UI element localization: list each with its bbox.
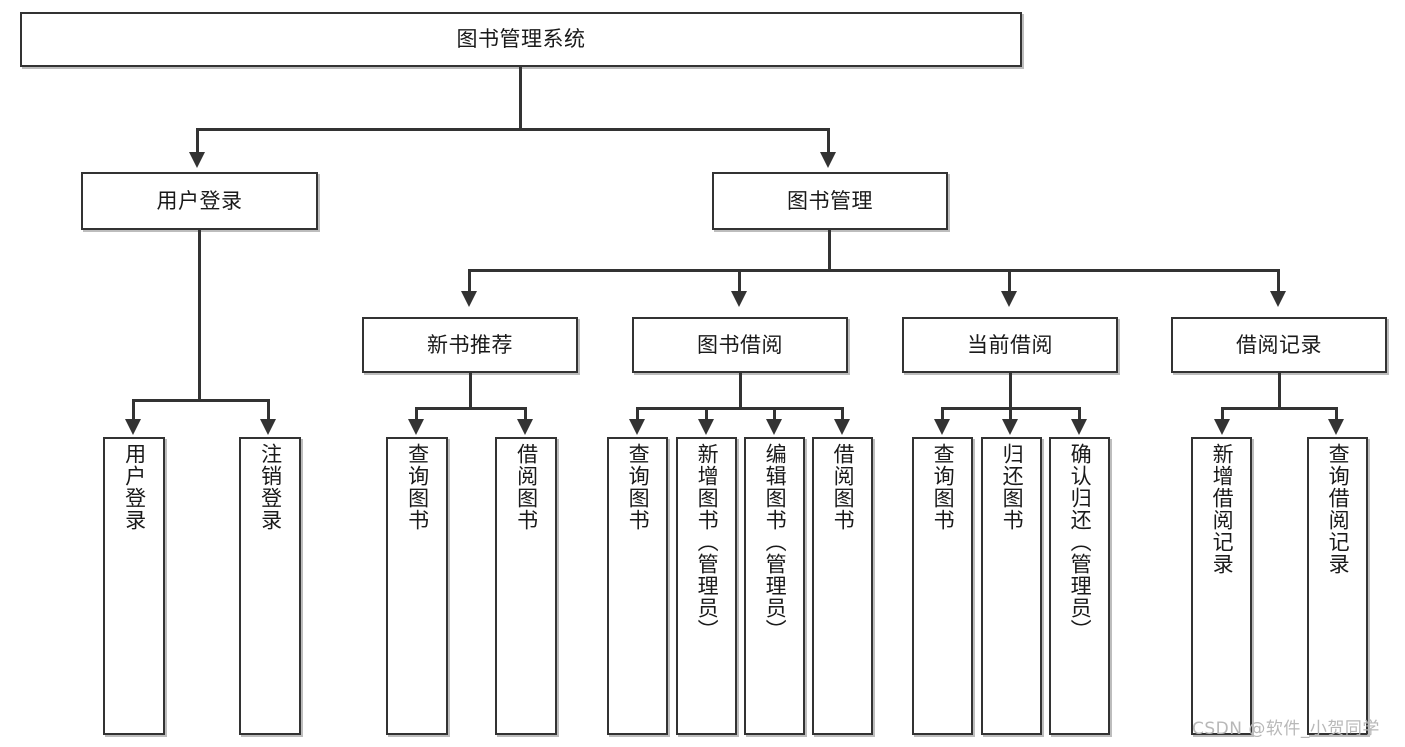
arrow-new-book-to-leaf-1 bbox=[408, 419, 424, 435]
node-user-login[interactable]: 用户登录 bbox=[81, 172, 318, 230]
edge-new-book-stem bbox=[469, 373, 472, 409]
arrow-book-mgmt-to-borrow-record bbox=[1270, 291, 1286, 307]
edge-root-stem bbox=[519, 67, 522, 129]
node-label: 确认归还（管理员） bbox=[1068, 443, 1093, 641]
edge-book-borrow-to-leaf-3 bbox=[773, 407, 776, 423]
edge-current-borrow-stem bbox=[1009, 373, 1012, 409]
leaf-user-login-login[interactable]: 用户登录 bbox=[103, 437, 165, 735]
edge-user-login-stem bbox=[198, 230, 201, 402]
arrow-book-borrow-to-leaf-1 bbox=[629, 419, 645, 435]
node-book-borrow[interactable]: 图书借阅 bbox=[632, 317, 848, 373]
node-label: 查询图书 bbox=[405, 443, 430, 531]
node-new-book-recommend[interactable]: 新书推荐 bbox=[362, 317, 578, 373]
arrow-root-to-book-mgmt bbox=[820, 152, 836, 168]
arrow-root-to-user-login bbox=[189, 152, 205, 168]
node-label: 当前借阅 bbox=[967, 332, 1053, 357]
node-label: 用户登录 bbox=[156, 188, 243, 213]
edge-book-mgmt-to-current-borrow bbox=[1008, 269, 1011, 295]
node-label: 查询借阅记录 bbox=[1326, 443, 1351, 575]
edge-new-book-to-leaf-2 bbox=[524, 407, 527, 423]
edge-book-mgmt-to-borrow-record bbox=[1277, 269, 1280, 295]
node-label: 图书借阅 bbox=[697, 332, 783, 357]
arrow-book-borrow-to-leaf-3 bbox=[766, 419, 782, 435]
edge-new-book-to-leaf-1 bbox=[415, 407, 418, 423]
node-label: 新书推荐 bbox=[427, 332, 513, 357]
node-label: 图书管理系统 bbox=[456, 27, 586, 52]
edge-root-bar bbox=[196, 128, 830, 131]
edge-book-borrow-to-leaf-1 bbox=[636, 407, 639, 423]
node-label: 注销登录 bbox=[258, 443, 283, 531]
edge-book-borrow-to-leaf-2 bbox=[705, 407, 708, 423]
arrow-user-login-to-leaf-1 bbox=[125, 419, 141, 435]
arrow-current-borrow-to-leaf-1 bbox=[934, 419, 950, 435]
edge-book-mgmt-to-new-book bbox=[468, 269, 471, 295]
edge-borrow-record-bar bbox=[1221, 407, 1338, 410]
arrow-borrow-record-to-leaf-2 bbox=[1328, 419, 1344, 435]
edge-root-to-book-mgmt bbox=[827, 128, 830, 156]
leaf-current-borrow-query-book[interactable]: 查询图书 bbox=[912, 437, 973, 735]
edge-current-borrow-to-leaf-2 bbox=[1009, 407, 1012, 423]
edge-current-borrow-to-leaf-1 bbox=[941, 407, 944, 423]
node-label: 图书管理 bbox=[787, 188, 873, 213]
edge-book-mgmt-stem bbox=[828, 230, 831, 272]
edge-user-login-to-leaf-1 bbox=[132, 399, 135, 423]
leaf-user-login-logout[interactable]: 注销登录 bbox=[239, 437, 301, 735]
arrow-current-borrow-to-leaf-3 bbox=[1071, 419, 1087, 435]
node-current-borrow[interactable]: 当前借阅 bbox=[902, 317, 1118, 373]
arrow-book-mgmt-to-book-borrow bbox=[731, 291, 747, 307]
edge-root-to-user-login bbox=[196, 128, 199, 156]
node-label: 用户登录 bbox=[122, 443, 147, 531]
arrow-book-borrow-to-leaf-4 bbox=[834, 419, 850, 435]
leaf-book-borrow-query-book[interactable]: 查询图书 bbox=[607, 437, 668, 735]
csdn-watermark: CSDN @软件_小贺同学 bbox=[1192, 719, 1380, 739]
leaf-borrow-record-add-record[interactable]: 新增借阅记录 bbox=[1191, 437, 1252, 735]
leaf-current-borrow-return-book[interactable]: 归还图书 bbox=[981, 437, 1042, 735]
node-book-management[interactable]: 图书管理 bbox=[712, 172, 948, 230]
edge-book-mgmt-to-book-borrow bbox=[738, 269, 741, 295]
edge-borrow-record-stem bbox=[1278, 373, 1281, 409]
node-borrow-record[interactable]: 借阅记录 bbox=[1171, 317, 1387, 373]
edge-book-borrow-to-leaf-4 bbox=[841, 407, 844, 423]
edge-book-mgmt-bar bbox=[468, 269, 1280, 272]
arrow-book-borrow-to-leaf-2 bbox=[698, 419, 714, 435]
node-label: 新增图书（管理员） bbox=[695, 443, 720, 641]
leaf-new-book-query-book[interactable]: 查询图书 bbox=[386, 437, 448, 735]
edge-user-login-to-leaf-2 bbox=[267, 399, 270, 423]
edge-borrow-record-to-leaf-2 bbox=[1335, 407, 1338, 423]
node-root-system[interactable]: 图书管理系统 bbox=[20, 12, 1022, 67]
edge-new-book-bar bbox=[415, 407, 527, 410]
node-label: 归还图书 bbox=[1000, 443, 1025, 531]
node-label: 新增借阅记录 bbox=[1210, 443, 1235, 575]
arrow-book-mgmt-to-current-borrow bbox=[1001, 291, 1017, 307]
edge-book-borrow-stem bbox=[739, 373, 742, 409]
edge-user-login-bar bbox=[132, 399, 270, 402]
node-label: 查询图书 bbox=[626, 443, 651, 531]
arrow-book-mgmt-to-new-book bbox=[461, 291, 477, 307]
leaf-borrow-record-query-record[interactable]: 查询借阅记录 bbox=[1307, 437, 1368, 735]
node-label: 编辑图书（管理员） bbox=[763, 443, 788, 641]
arrow-current-borrow-to-leaf-2 bbox=[1002, 419, 1018, 435]
leaf-current-borrow-confirm-return-admin[interactable]: 确认归还（管理员） bbox=[1049, 437, 1110, 735]
node-label: 借阅图书 bbox=[514, 443, 539, 531]
node-label: 借阅图书 bbox=[831, 443, 856, 531]
edge-borrow-record-to-leaf-1 bbox=[1221, 407, 1224, 423]
arrow-new-book-to-leaf-2 bbox=[517, 419, 533, 435]
edge-current-borrow-to-leaf-3 bbox=[1078, 407, 1081, 423]
node-label: 查询图书 bbox=[931, 443, 956, 531]
leaf-book-borrow-borrow-book[interactable]: 借阅图书 bbox=[812, 437, 873, 735]
leaf-new-book-borrow-book[interactable]: 借阅图书 bbox=[495, 437, 557, 735]
leaf-book-borrow-add-book-admin[interactable]: 新增图书（管理员） bbox=[676, 437, 737, 735]
leaf-book-borrow-edit-book-admin[interactable]: 编辑图书（管理员） bbox=[744, 437, 805, 735]
arrow-user-login-to-leaf-2 bbox=[260, 419, 276, 435]
arrow-borrow-record-to-leaf-1 bbox=[1214, 419, 1230, 435]
edge-book-borrow-bar bbox=[636, 407, 844, 410]
node-label: 借阅记录 bbox=[1236, 332, 1322, 357]
